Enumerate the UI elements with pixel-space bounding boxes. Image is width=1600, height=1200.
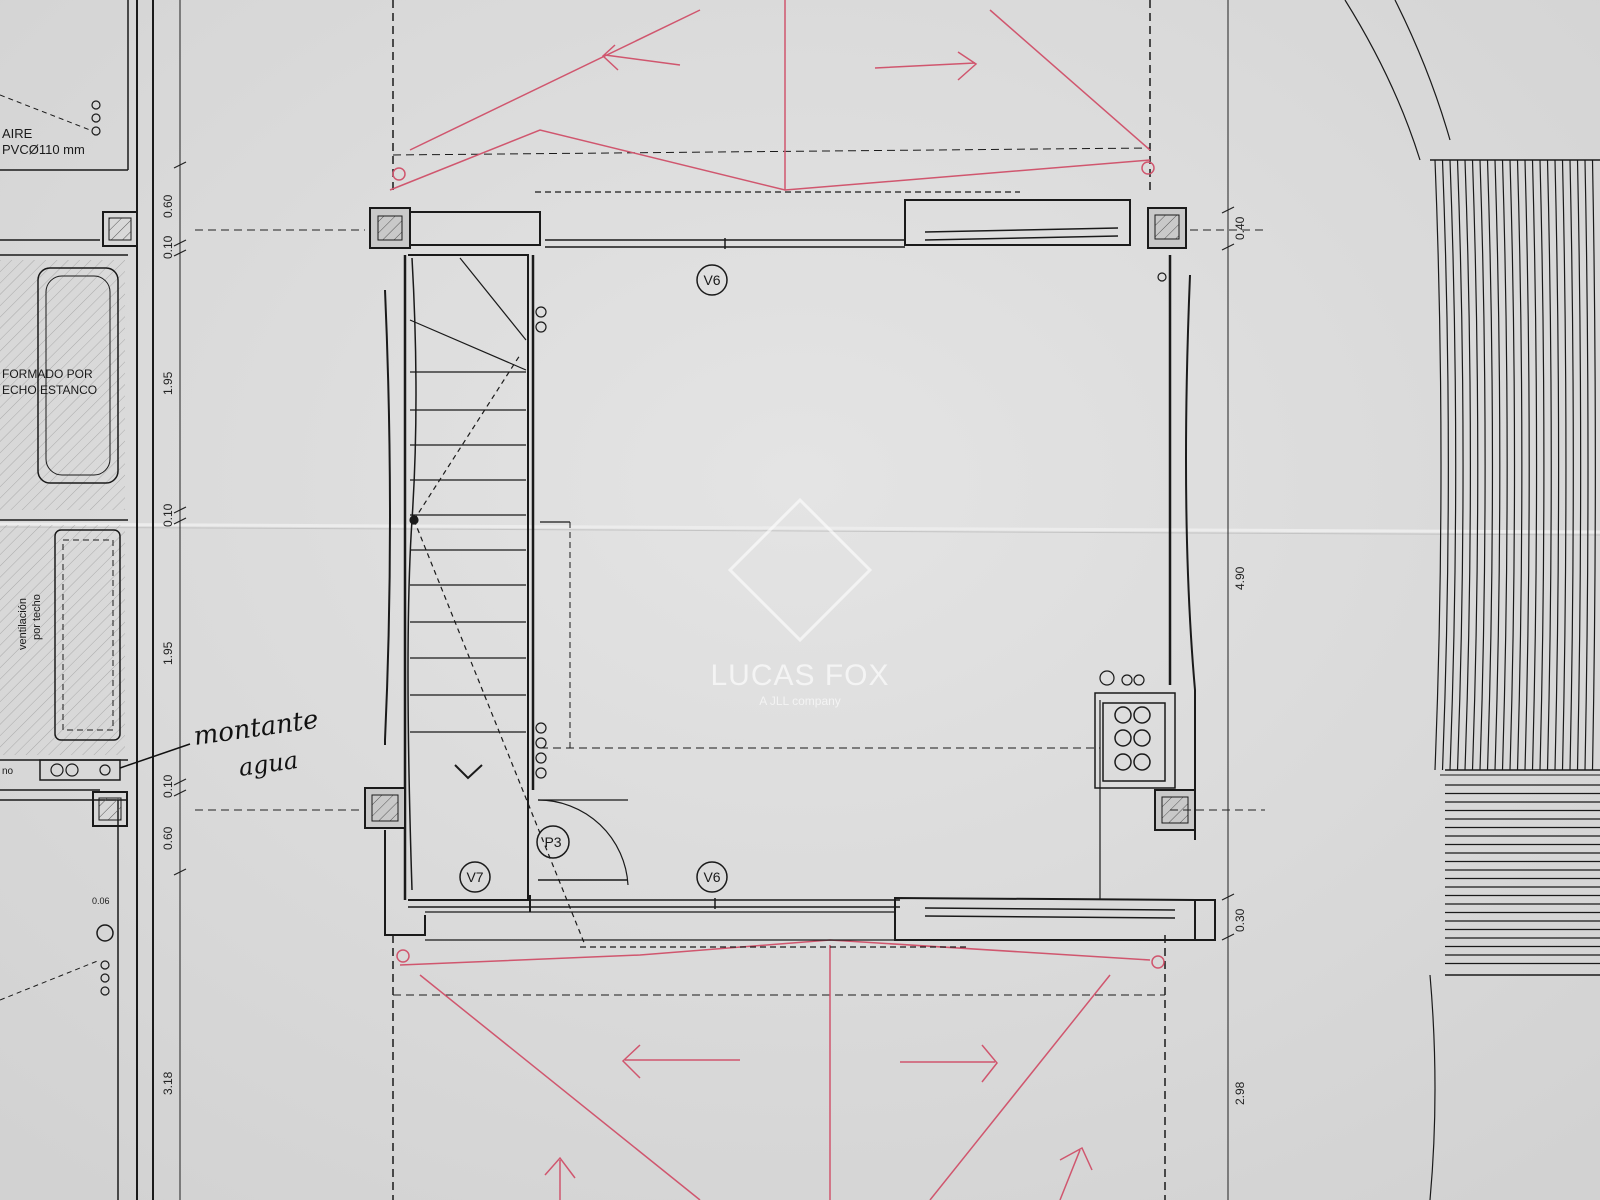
dim-left-a: 0.60 bbox=[161, 194, 175, 218]
label-vent-2: por techo bbox=[31, 594, 43, 640]
watermark-tagline: A JLL company bbox=[759, 694, 841, 708]
tag-window-left: V7 bbox=[466, 869, 483, 885]
dim-left-e: 1.95 bbox=[161, 641, 175, 665]
dim-left-d: 0.10 bbox=[161, 503, 175, 527]
staircase bbox=[407, 257, 586, 946]
tag-window-left-group: V7 bbox=[459, 861, 491, 893]
curved-step-line bbox=[1509, 159, 1516, 771]
kitchen-counter bbox=[1094, 692, 1176, 789]
dim-right-b: 4.90 bbox=[1233, 566, 1247, 590]
curved-step-line bbox=[1494, 159, 1501, 771]
tag-window-top: V6 bbox=[703, 272, 720, 288]
curved-step-line bbox=[1486, 159, 1494, 771]
dim-right-c: 0.30 bbox=[1233, 908, 1247, 932]
curved-step-line bbox=[1456, 159, 1464, 771]
dim-left-f: 0.10 bbox=[161, 774, 175, 798]
curved-step-line bbox=[1524, 159, 1530, 771]
main-unit-walls bbox=[364, 191, 1216, 948]
tag-window-top-group: V6 bbox=[696, 264, 728, 296]
curved-step-line bbox=[1441, 159, 1449, 771]
dim-left-g: 0.60 bbox=[161, 826, 175, 850]
watermark-diamond-icon bbox=[727, 497, 873, 643]
curved-step-line bbox=[1479, 159, 1486, 771]
label-small-tag: 0.06 bbox=[92, 896, 110, 906]
tag-window-bottom: V6 bbox=[703, 869, 720, 885]
label-vent-1: ventilación bbox=[17, 598, 29, 650]
label-pvc: PVCØ110 mm bbox=[2, 142, 85, 157]
curved-step-line bbox=[1501, 159, 1508, 771]
curved-step-line bbox=[1471, 159, 1479, 771]
left-neighbour-unit bbox=[0, 0, 154, 1200]
dim-left-b: 0.10 bbox=[161, 235, 175, 259]
curved-step-line bbox=[1546, 159, 1552, 771]
dim-left-c: 1.95 bbox=[161, 371, 175, 395]
curved-step-line bbox=[1576, 159, 1582, 771]
curved-step-line bbox=[1561, 159, 1567, 771]
dim-left-h: 3.18 bbox=[161, 1071, 175, 1095]
label-small-left: no bbox=[2, 766, 14, 777]
tag-door: P3 bbox=[544, 834, 561, 850]
curved-step-line bbox=[1531, 159, 1538, 771]
tag-door-group: P3 bbox=[536, 825, 570, 859]
annotation-leader-line bbox=[119, 743, 191, 769]
electrical-symbols bbox=[535, 272, 1167, 779]
label-formado-1: FORMADO POR bbox=[2, 367, 93, 381]
watermark-brand: LUCAS FOX bbox=[710, 659, 889, 692]
curved-step-line bbox=[1569, 159, 1574, 771]
watermark: LUCAS FOX A JLL company bbox=[710, 497, 889, 708]
dim-right-d: 2.98 bbox=[1233, 1081, 1247, 1105]
dim-right-a: 0.40 bbox=[1233, 216, 1247, 240]
paper-fold-horizontal bbox=[0, 522, 1600, 534]
curved-step-line bbox=[1516, 159, 1523, 771]
tag-window-bottom-group: V6 bbox=[696, 861, 728, 893]
right-side-structure bbox=[1344, 0, 1600, 1200]
curved-step-line bbox=[1449, 159, 1457, 771]
curved-step-line bbox=[1591, 159, 1596, 771]
left-dimension-line bbox=[173, 0, 187, 1200]
label-aire: AIRE bbox=[2, 126, 33, 141]
lower-steps bbox=[1445, 784, 1600, 965]
curved-step-line bbox=[1464, 159, 1471, 771]
curved-step-line bbox=[1554, 159, 1560, 771]
paper-fold-shadow bbox=[0, 526, 1600, 536]
bottom-terrace bbox=[392, 935, 1166, 1200]
curved-step-line bbox=[1584, 159, 1589, 771]
top-terrace bbox=[389, 0, 1155, 195]
curved-steps bbox=[1434, 159, 1596, 771]
curved-step-line bbox=[1539, 159, 1545, 771]
curved-step-line bbox=[1434, 159, 1442, 771]
right-dimension-line bbox=[195, 0, 1265, 1200]
label-formado-2: ECHO ESTANCO bbox=[2, 383, 97, 397]
